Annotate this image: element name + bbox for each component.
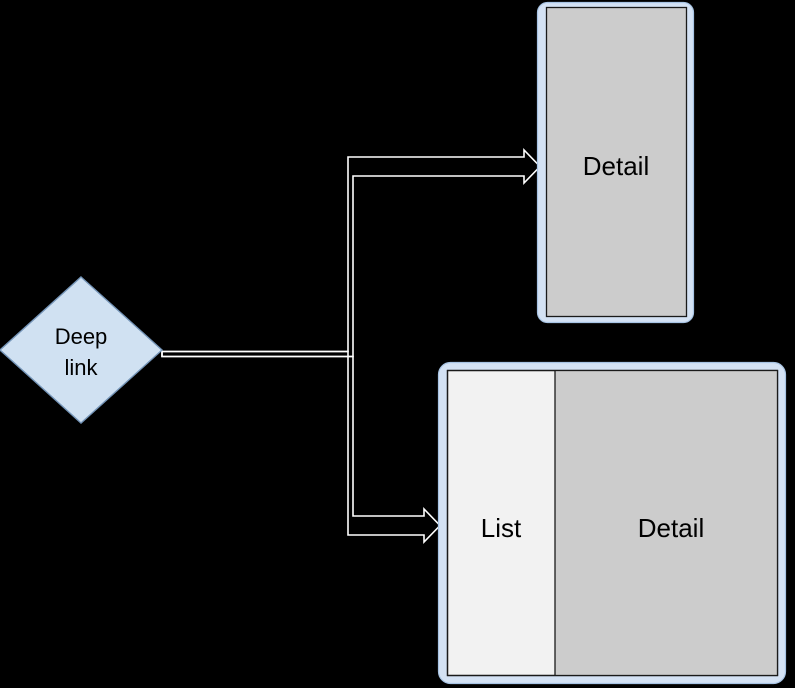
deep-link-label-line2: link: [64, 355, 98, 380]
tablet-detail-pane: [555, 371, 777, 675]
edge-deep-link-to-list-detail: [161, 350, 442, 544]
node-deep-link[interactable]: Deep link: [0, 276, 164, 424]
deep-link-diamond-shape: [0, 276, 164, 424]
tablet-screen-outline: [446, 369, 779, 677]
tablet-list-label: List: [481, 513, 522, 543]
deep-link-label-line1: Deep: [55, 324, 108, 349]
arrow-path-top: [161, 148, 542, 358]
arrow-path-bottom: [161, 350, 442, 544]
node-detail-phone[interactable]: Detail: [536, 1, 695, 324]
tablet-detail-label: Detail: [638, 513, 704, 543]
edge-deep-link-to-detail: [161, 148, 542, 358]
node-list-detail-tablet[interactable]: List Detail: [437, 361, 787, 685]
detail-phone-screen: [545, 6, 688, 318]
detail-phone-label: Detail: [583, 151, 649, 181]
